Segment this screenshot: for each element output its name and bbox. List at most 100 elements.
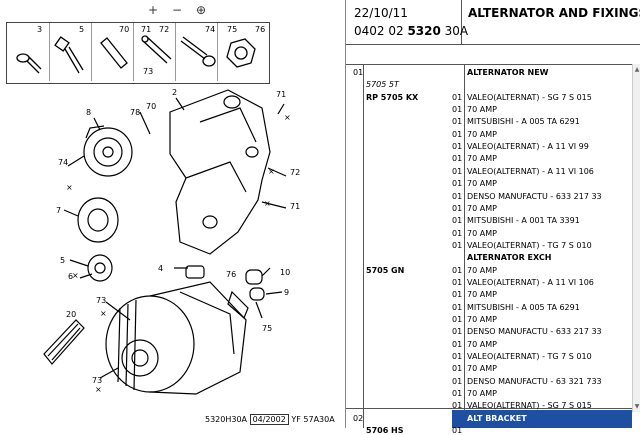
zoom-out-icon[interactable]: − <box>171 3 183 17</box>
row-description[interactable]: 70 AMP <box>467 203 497 213</box>
row-description[interactable]: 70 AMP <box>467 315 497 324</box>
long-bolt-icon <box>180 36 216 67</box>
svg-text:×: × <box>95 385 102 394</box>
row-quantity: 01 <box>452 105 463 115</box>
part-cell[interactable]: 75 76 <box>217 23 269 81</box>
row-description[interactable]: 70 AMP <box>467 105 497 115</box>
part-cell[interactable]: 70 <box>91 23 134 81</box>
row-description[interactable]: 70 AMP <box>467 179 497 189</box>
part-cell[interactable]: 5 <box>49 23 92 81</box>
row-quantity: 01 <box>452 129 463 139</box>
callout-label: 2 <box>172 88 178 97</box>
row-description[interactable]: 70 AMP <box>467 265 497 275</box>
row-description[interactable]: 70 AMP <box>467 339 497 349</box>
bolt-icon <box>54 36 84 74</box>
svg-text:×: × <box>268 167 275 176</box>
row-description[interactable]: VALEO(ALTERNAT) - TG 7 S 010 <box>467 240 592 250</box>
part-number: 76 <box>255 25 266 34</box>
dowel-pin-icon <box>100 37 128 69</box>
row-description[interactable]: VALEO(ALTERNAT) - SG 7 S 015 <box>467 401 592 411</box>
row-description[interactable]: 70 AMP <box>467 129 497 139</box>
page-title: ALTERNATOR AND FIXINGS <box>468 6 640 20</box>
callout-label: 9 <box>284 288 290 297</box>
fixings-parts-strip: 3 5 70 71 72 73 74 75 76 <box>6 22 270 84</box>
row-description[interactable]: MITSUBISHI - A 001 TA 3391 <box>467 216 580 226</box>
row-quantity: 01 <box>452 216 463 226</box>
scroll-up-icon[interactable]: ▲ <box>634 66 640 73</box>
callout-label: 71 <box>276 90 287 99</box>
part-number: 72 <box>159 25 170 34</box>
row-quantity: 01 <box>452 401 463 411</box>
row-quantity: 01 <box>452 376 463 386</box>
callout-label: 78 <box>130 108 141 117</box>
row-description[interactable]: VALEO(ALTERNAT) - A 11 VI 106 <box>467 166 594 176</box>
zoom-fit-icon[interactable]: ⊕ <box>195 3 207 17</box>
row-quantity: 01 <box>452 339 463 349</box>
row-description[interactable]: 70 AMP <box>467 389 497 399</box>
row-quantity: 01 <box>452 203 463 213</box>
row-description[interactable]: ALT BRACKET <box>467 413 527 423</box>
scrollbar[interactable]: ▲ ▼ <box>632 64 640 412</box>
part-number: 5 <box>79 25 85 34</box>
row-description[interactable]: VALEO(ALTERNAT) - SG 7 S 015 <box>467 92 592 102</box>
row-quantity: 01 <box>452 290 463 300</box>
part-number: 70 <box>119 25 130 34</box>
nut-icon <box>226 38 256 68</box>
row-description[interactable]: ALTERNATOR EXCH <box>467 253 552 263</box>
row-description[interactable]: MITSUBISHI - A 005 TA 6291 <box>467 117 580 127</box>
part-cell[interactable]: 3 <box>7 23 50 81</box>
row-description[interactable]: DENSO MANUFACTU - 633 217 33 <box>467 191 602 201</box>
callout-label: 4 <box>158 264 164 273</box>
svg-text:×: × <box>66 183 73 192</box>
part-cell[interactable]: 71 72 73 <box>133 23 176 81</box>
part-number: 75 <box>227 25 238 34</box>
row-description[interactable]: DENSO MANUFACTU - 633 217 33 <box>467 327 602 337</box>
diagram-footer: 5320H30A 04/2002 YF 57A30A <box>205 414 335 425</box>
callout-label: 76 <box>226 270 237 279</box>
svg-text:×: × <box>284 113 291 122</box>
part-cell[interactable]: 74 <box>175 23 218 81</box>
row-quantity: 01 <box>452 92 463 102</box>
row-description[interactable]: ALTERNATOR NEW <box>467 68 549 77</box>
zoom-toolbar: + − ⊕ <box>0 0 346 20</box>
header-date: 22/10/11 <box>354 6 408 20</box>
callout-label: 20 <box>66 310 77 319</box>
row-description[interactable]: 70 AMP <box>467 290 497 300</box>
part-number: 71 <box>141 25 152 34</box>
row-description[interactable]: DENSO MANUFACTU - 63 321 733 <box>467 376 602 386</box>
zoom-in-icon[interactable]: + <box>147 3 159 17</box>
row-description[interactable]: 70 AMP <box>467 228 497 238</box>
row-quantity: 01 <box>452 228 463 238</box>
row-description[interactable]: VALEO(ALTERNAT) - A 11 VI 106 <box>467 277 594 287</box>
part-number: 74 <box>205 25 216 34</box>
row-quantity: 01 <box>452 364 463 374</box>
row-quantity: 01 <box>452 315 463 324</box>
row-description[interactable]: 70 AMP <box>467 364 497 374</box>
callout-label: 73 <box>96 296 107 305</box>
callout-label: 7 <box>56 206 62 215</box>
selected-row-highlight <box>452 410 632 428</box>
screw-icon <box>16 53 42 74</box>
footer-code: 5320H30A <box>205 415 248 424</box>
row-quantity: 01 <box>452 265 463 275</box>
header-reference: 0402 02 5320 30A <box>354 24 469 38</box>
row-description[interactable]: VALEO(ALTERNAT) - A 11 VI 99 <box>467 142 589 152</box>
part-number: 3 <box>37 25 43 34</box>
exploded-view-diagram: × × × × × × × 8 70 78 2 74 7 5 6 4 20 73… <box>0 82 346 402</box>
callout-label: 73 <box>92 376 103 385</box>
part-number: 73 <box>143 67 154 76</box>
svg-text:×: × <box>72 271 79 280</box>
row-quantity: 01 <box>452 240 463 250</box>
row-description[interactable]: VALEO(ALTERNAT) - TG 7 S 010 <box>467 352 592 362</box>
row-quantity: 01 <box>452 277 463 287</box>
svg-text:×: × <box>264 199 271 208</box>
row-section-number: 02 <box>353 413 364 423</box>
callout-label: 6 <box>68 272 74 281</box>
scroll-down-icon[interactable]: ▼ <box>634 403 640 410</box>
row-description[interactable]: 70 AMP <box>467 154 497 164</box>
row-quantity: 01 <box>452 154 463 164</box>
row-quantity: 01 <box>452 426 463 435</box>
row-description[interactable]: MITSUBISHI - A 005 TA 6291 <box>467 302 580 312</box>
row-quantity: 01 <box>452 327 463 337</box>
callout-label: 10 <box>280 268 291 277</box>
